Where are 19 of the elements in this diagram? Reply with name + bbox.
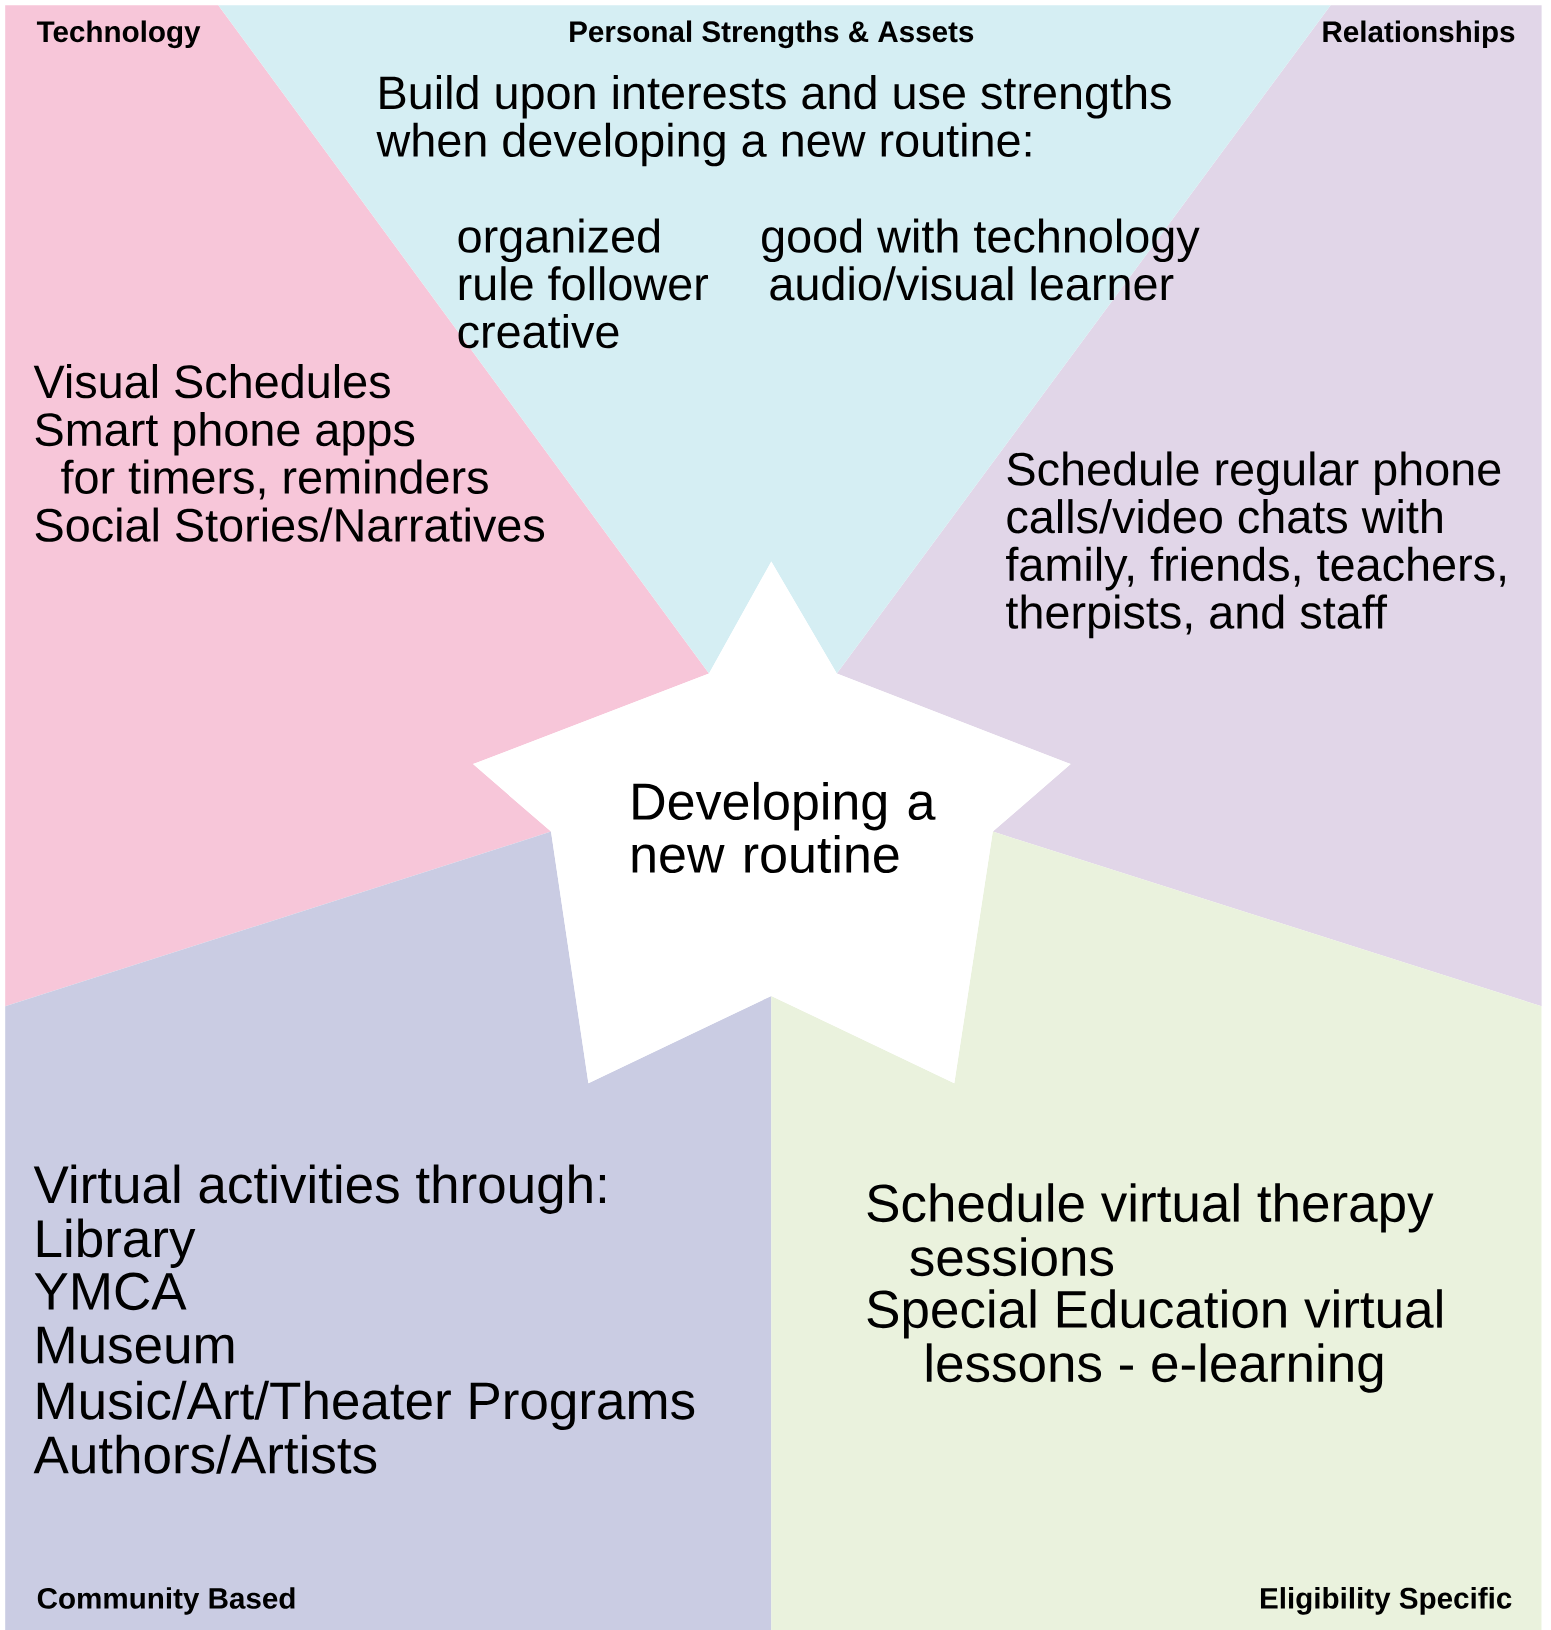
sector-heading: Relationships — [1323, 20, 1515, 49]
sector-text: Special Education virtual lessons - e-learning — [867, 1289, 1442, 1393]
sector-text: organized rule follower creative — [458, 218, 709, 349]
sector-heading: Personal Strengths & Assets — [570, 20, 974, 49]
sector-text: Library — [37, 1218, 196, 1268]
sector-text: YMCA — [34, 1272, 187, 1311]
sector-text: Music/Art/Theater Programs — [37, 1380, 695, 1431]
sector-text: Schedule virtual therapy sessions — [867, 1183, 1434, 1277]
sector-text: Virtual activities through: — [33, 1164, 605, 1214]
sector-text: Museum — [37, 1326, 234, 1364]
sector-heading: Community Based — [37, 1587, 295, 1615]
sector-text: Authors/Artists — [33, 1434, 377, 1474]
sector-text: good with technology audio/visual learner — [762, 218, 1200, 301]
sector-text: Smart phone apps for timers, reminders — [35, 411, 488, 500]
sector-heading: Eligibility Specific — [1261, 1587, 1512, 1615]
sector-text: Visual Schedules — [33, 364, 390, 399]
sector-heading: Technology — [36, 20, 201, 49]
sector-text: Social Stories/Narratives — [35, 507, 545, 542]
sector-text: Build upon interests and use strengths when developing a new routine: — [376, 75, 1171, 167]
